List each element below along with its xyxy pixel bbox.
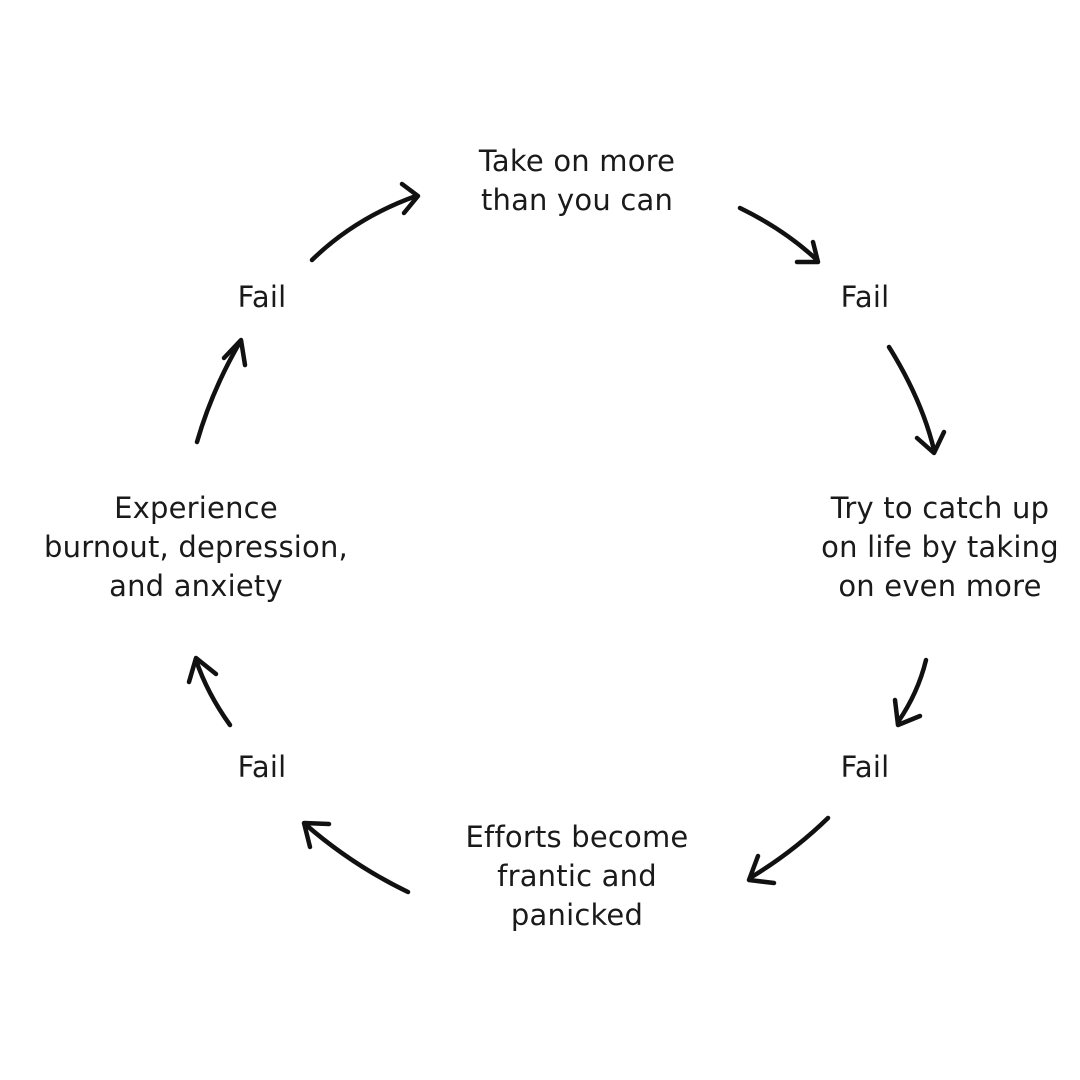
arrow-fail-to-efforts [746,815,831,886]
arrow-take-on-more-to-fail [737,205,821,265]
node-line: Fail [237,280,287,314]
node-line: Efforts become [465,820,689,854]
node-line: on even more [838,569,1042,603]
node-line: Try to catch up [830,491,1050,525]
node-line: Fail [840,280,890,314]
node-line: Take on more [478,144,676,178]
node-efforts: Efforts become frantic and panicked [466,818,689,935]
arrow-efforts-to-fail [301,820,411,895]
node-line: burnout, depression, [44,530,348,564]
node-line: Fail [840,750,890,784]
node-line: and anxiety [109,569,283,603]
node-line: than you can [480,183,674,217]
node-fail-top-right: Fail [841,278,890,317]
node-burnout: Experience burnout, depression, and anxi… [44,489,348,606]
node-fail-bottom-left: Fail [238,748,287,787]
arrow-fail-to-catch-up [886,344,947,456]
node-fail-top-left: Fail [238,278,287,317]
node-line: Experience [114,491,278,525]
node-take-on-more: Take on more than you can [479,142,675,220]
node-fail-bottom-right: Fail [841,748,890,787]
node-line: Fail [237,750,287,784]
node-line: frantic and [497,859,657,893]
node-line: on life by taking [821,530,1059,564]
node-line: panicked [510,898,644,932]
arrow-fail-to-burnout [186,655,233,728]
node-catch-up: Try to catch up on life by taking on eve… [821,489,1059,606]
arrow-burnout-to-fail [194,337,248,445]
arrow-fail-to-take-on-more [309,181,421,263]
arrow-catch-up-to-fail [892,657,929,728]
